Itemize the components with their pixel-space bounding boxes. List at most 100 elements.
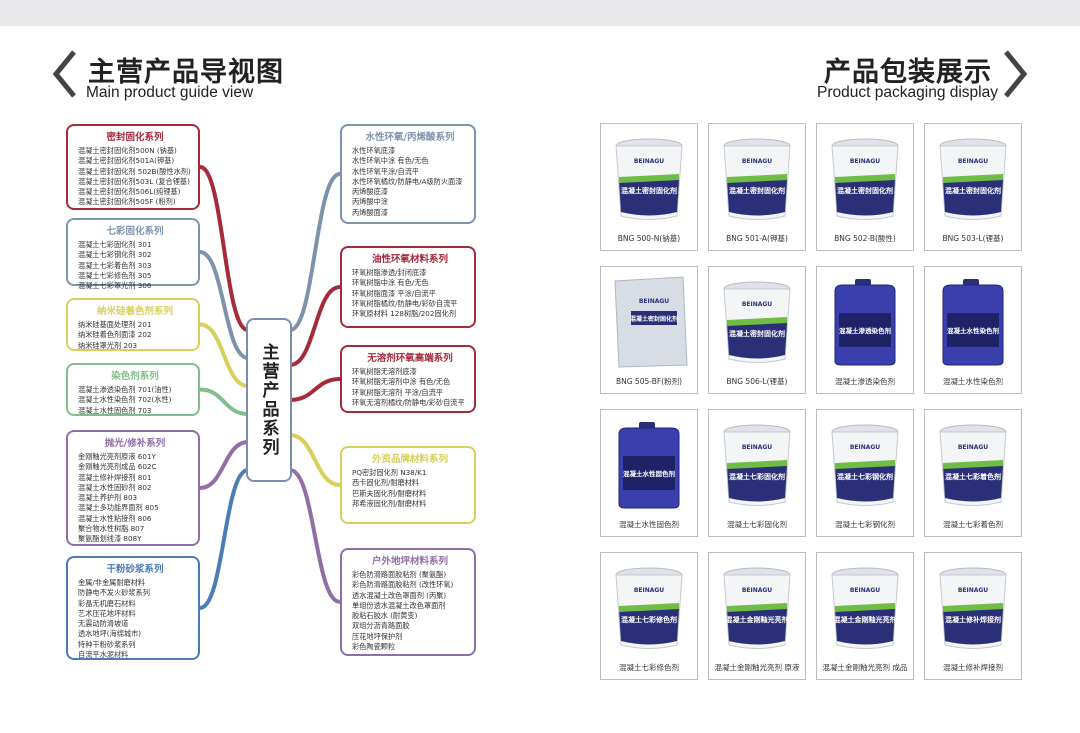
- branch-left: [198, 387, 250, 416]
- product-caption: BNG 503-L(锂基): [942, 234, 1004, 243]
- right-series-box: 无溶剂环氧高端系列环氧树脂无溶剂底漆环氧树脂无溶剂中涂 有色/无色环氧树脂无溶剂…: [340, 345, 476, 413]
- series-item: 防静电不发火砂浆系列: [78, 588, 150, 598]
- branch-left: [198, 165, 250, 332]
- product-brand: BEINAGU: [958, 587, 988, 594]
- series-item: 聚合物水性树脂 807: [78, 524, 145, 534]
- left-series-box: 密封固化系列混凝土密封固化剂500N (钠基)混凝土密封固化剂501A(钾基)混…: [66, 124, 200, 210]
- series-item: 金属/非金属耐磨材料: [78, 578, 146, 587]
- product-brand: BEINAGU: [639, 298, 669, 305]
- series-item: 混凝土七彩修色剂 305: [78, 270, 152, 280]
- product-brand: BEINAGU: [634, 158, 664, 165]
- chevron-right-icon: [1004, 50, 1028, 98]
- product-package-image: BEINAGU 混凝土密封固化剂: [939, 138, 1007, 220]
- series-title: 纳米硅着色剂系列: [96, 306, 173, 317]
- right-series-box: 户外地坪材料系列彩色防滑路面胶粘剂 (聚氨酯)彩色防滑路面胶粘剂 (改性环氧)透…: [340, 548, 476, 656]
- product-card: 混凝土渗透染色剂混凝土渗透染色剂: [816, 266, 914, 394]
- product-brand: BEINAGU: [850, 587, 880, 594]
- product-brand: BEINAGU: [742, 301, 772, 308]
- product-package-image: 混凝土渗透染色剂: [834, 279, 896, 366]
- series-item: 混凝土密封固化剂505F (粉剂): [78, 197, 176, 207]
- bucket-stripe: [835, 174, 895, 183]
- product-label: 混凝土密封固化剂: [729, 186, 785, 195]
- bucket-band: [835, 466, 895, 502]
- series-item: 环氧原材料 128树脂/202固化剂: [352, 309, 457, 319]
- branch-right: [288, 377, 342, 402]
- jerry-label-panel: [947, 313, 999, 347]
- bucket-band: [943, 466, 1003, 502]
- jerry-label-panel: [839, 313, 891, 347]
- series-item: 混凝土修补焊接剂 801: [78, 472, 152, 482]
- product-caption: 混凝土七彩固化剂: [727, 520, 787, 529]
- bucket-band: [619, 609, 679, 645]
- branch-left: [198, 468, 250, 610]
- series-item: 透水混凝土改色罩面剂 (丙聚): [352, 590, 447, 600]
- series-item: 巴斯夫固化剂/耐磨材料: [352, 488, 427, 498]
- right-series-box: 油性环氧材料系列环氧树脂渗透/封闭底漆环氧树脂中涂 有色/无色环氧树脂面漆 平涂…: [340, 246, 476, 328]
- jerry-label-panel: [623, 456, 675, 490]
- series-item: 水性环氧平涂/自流平: [352, 166, 420, 176]
- product-card: 混凝土水性染色剂混凝土水性染色剂: [924, 266, 1022, 394]
- left-header-title: 主营产品导视图: [88, 57, 284, 88]
- series-item: 水性环氧橘纹/防静电/A级防火面漆: [352, 176, 463, 186]
- series-title: 无溶剂环氧高端系列: [367, 353, 453, 364]
- series-item: 混凝土水性固砂剂 802: [78, 482, 152, 492]
- series-item: 艺术压花地坪材料: [78, 608, 136, 618]
- top-bar: [0, 0, 1080, 26]
- series-item: 混凝土密封固化剂 502B(酸性水剂): [78, 166, 191, 176]
- bucket-band: [727, 180, 787, 216]
- product-package-image: BEINAGU 混凝土密封固化剂: [723, 138, 791, 220]
- product-label: 混凝土密封固化剂: [945, 186, 1001, 195]
- product-label: 混凝土水性染色剂: [947, 326, 1000, 335]
- product-mind-map: 主营产品系列 密封固化系列混凝土密封固化剂500N (钠基)混凝土密封固化剂50…: [66, 124, 476, 660]
- series-item: 环氧树脂无溶剂底漆: [352, 367, 417, 376]
- series-item: 丙烯酸中涂: [352, 197, 388, 207]
- series-item: 纳米硅罩光剂 203: [78, 340, 138, 350]
- series-item: 环氧树脂橘纹/防静电/彩砂自流平: [352, 298, 458, 308]
- branch-left: [198, 440, 250, 490]
- product-package-image: 混凝土水性染色剂: [942, 279, 1004, 366]
- branch-right: [288, 172, 342, 332]
- product-brand: BEINAGU: [958, 444, 988, 451]
- product-brand: BEINAGU: [958, 158, 988, 165]
- series-item: 纳米硅基面处理剂 201: [78, 320, 152, 329]
- series-item: 纳米硅着色剂面漆 202: [78, 330, 152, 340]
- series-item: 特种干粉砂浆系列: [78, 639, 136, 649]
- product-caption: 混凝土水性固色剂: [619, 520, 679, 529]
- series-item: 丙烯酸面漆: [352, 207, 388, 217]
- series-item: PQ密封固化剂 N38/K1: [352, 468, 427, 477]
- bucket-band: [727, 466, 787, 502]
- bucket-band: [727, 609, 787, 645]
- series-item: 混凝土多功能界面剂 805: [78, 503, 159, 513]
- product-label: 混凝土七彩钢化剂: [837, 472, 893, 481]
- series-item: 彩色陶瓷颗粒: [352, 642, 396, 652]
- left-series-box: 染色剂系列混凝土渗透染色剂 701(油性)混凝土水性染色剂 702(水性)混凝土…: [66, 363, 200, 416]
- series-title: 干粉砂浆系列: [106, 564, 164, 575]
- series-item: 混凝土七彩罩光剂 306: [78, 281, 152, 291]
- series-item: 水性环氧底漆: [352, 146, 396, 155]
- series-item: 无震动防滑坡道: [78, 619, 129, 629]
- bucket-stripe: [943, 174, 1003, 183]
- bucket-stripe: [727, 317, 787, 326]
- bucket-stripe: [727, 174, 787, 183]
- series-item: 邦希液固化剂/耐磨材料: [352, 498, 427, 508]
- product-label: 混凝土水性固色剂: [623, 469, 676, 478]
- product-brand: BEINAGU: [742, 158, 772, 165]
- bucket-stripe: [943, 603, 1003, 612]
- product-caption: 混凝土金刚釉光亮剂 原液: [714, 663, 800, 672]
- series-item: 混凝土水性染色剂 702(水性): [78, 395, 172, 405]
- series-item: 混凝土七彩固化剂 301: [78, 240, 152, 249]
- series-item: 西卡固化剂/耐磨材料: [352, 478, 420, 488]
- series-item: 彩色防滑路面胶粘剂 (聚氨酯): [352, 570, 447, 579]
